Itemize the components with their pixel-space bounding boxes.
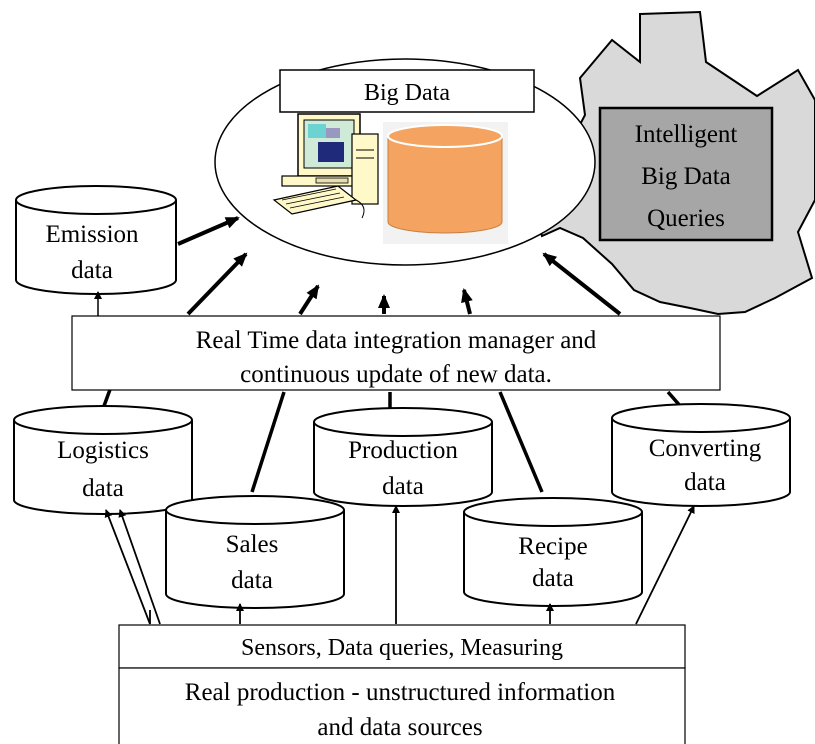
- real-production-line2: and data sources: [317, 714, 482, 741]
- integration-manager-line2: continuous update of new data.: [240, 361, 552, 388]
- converting-label-line2: data: [684, 469, 726, 496]
- recipe-label-line1: Recipe: [518, 533, 587, 560]
- queries-label-line2: Big Data: [641, 163, 731, 190]
- production-label-line1: Production: [348, 437, 458, 464]
- real-production-box: Real production - unstructured informati…: [118, 667, 686, 744]
- logistics-data-cylinder: Logistics data: [13, 405, 193, 515]
- real-production-line1: Real production - unstructured informati…: [185, 679, 616, 706]
- production-label-line2: data: [382, 473, 424, 500]
- integration-manager-box: Real Time data integration manager and c…: [71, 315, 721, 391]
- logistics-label-line1: Logistics: [57, 437, 149, 464]
- sales-label-line2: data: [231, 567, 273, 594]
- arrows-to-big-data: [177, 216, 622, 316]
- production-data-cylinder: Production data: [313, 407, 493, 507]
- queries-label-line1: Intelligent: [635, 121, 738, 148]
- logistics-label-line2: data: [82, 475, 124, 502]
- sensors-label: Sensors, Data queries, Measuring: [241, 635, 563, 661]
- database-cylinder-icon: [383, 122, 508, 244]
- big-data-title-box: [279, 69, 535, 113]
- sales-data-cylinder: Sales data: [165, 495, 345, 609]
- emission-label-line2: data: [71, 257, 113, 284]
- converting-data-cylinder: Converting data: [611, 403, 791, 507]
- sales-label-line1: Sales: [226, 531, 279, 558]
- big-data-title: Big Data: [364, 80, 450, 106]
- big-data-hub: Big Data: [214, 58, 596, 266]
- intelligent-queries-gear: Intelligent Big Data Queries: [528, 10, 815, 316]
- recipe-label-line2: data: [532, 565, 574, 592]
- queries-label-line3: Queries: [647, 205, 725, 232]
- emission-label-line1: Emission: [45, 221, 139, 248]
- desktop-computer-icon: [272, 113, 379, 219]
- recipe-data-cylinder: Recipe data: [463, 497, 643, 607]
- queries-box: [598, 106, 774, 242]
- sensor-arrows: [104, 505, 695, 625]
- emission-data-cylinder: Emission data: [15, 185, 177, 295]
- sensors-box: Sensors, Data queries, Measuring: [118, 624, 686, 669]
- converting-label-line1: Converting: [649, 435, 762, 462]
- integration-manager-line1: Real Time data integration manager and: [196, 327, 597, 354]
